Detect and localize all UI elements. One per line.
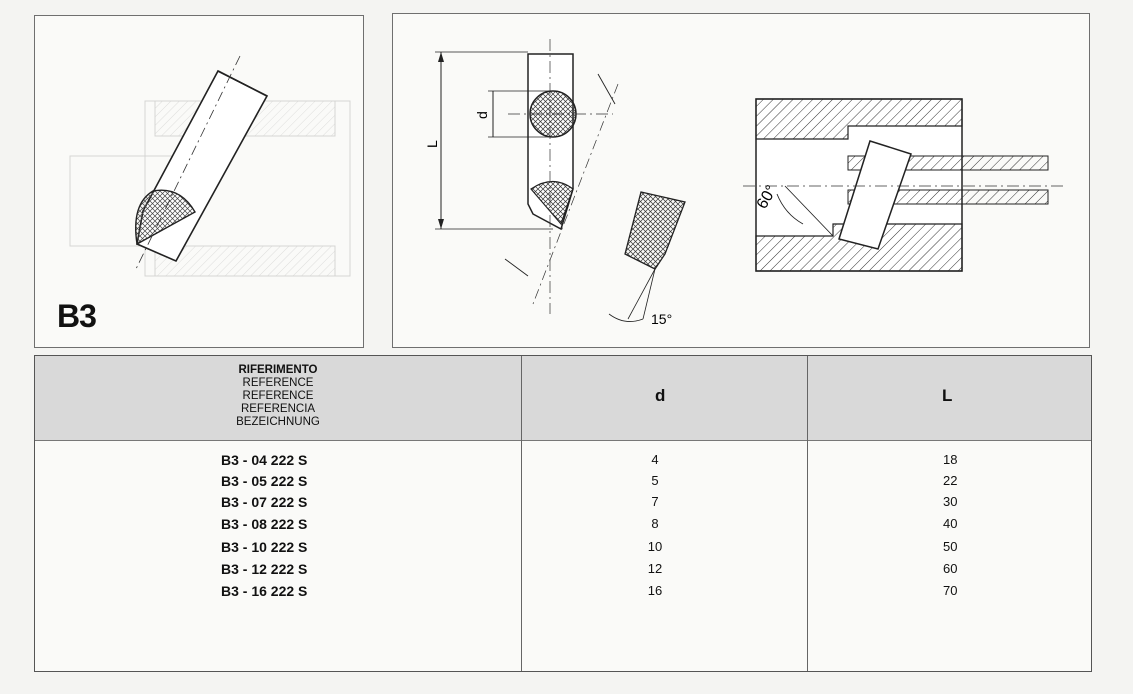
- reference-cell: B3 - 07 222 S: [221, 494, 308, 510]
- L-cell: 50: [943, 539, 958, 554]
- table-row: B3 - 04 222 S 4 18: [35, 452, 1091, 473]
- d-column-header: d: [655, 386, 666, 405]
- reference-cell: B3 - 08 222 S: [221, 516, 308, 532]
- technical-drawing-panel: d L 15° 60°: [392, 13, 1090, 348]
- dim-L-label: L: [424, 140, 440, 148]
- L-cell: 30: [943, 494, 958, 509]
- header-line: BEZEICHNUNG: [236, 416, 320, 428]
- L-cell: 18: [943, 452, 958, 467]
- d-cell: 8: [651, 516, 659, 531]
- L-column-header: L: [942, 386, 953, 405]
- d-cell: 5: [651, 473, 659, 488]
- technical-drawing: d L 15° 60°: [424, 39, 1063, 327]
- header-line: REFERENCE: [242, 377, 314, 389]
- d-cell: 7: [651, 494, 659, 509]
- reference-table: RIFERIMENTO REFERENCE REFERENCE REFERENC…: [34, 355, 1092, 672]
- table-row: B3 - 07 222 S 7 30: [35, 494, 1091, 515]
- header-line: REFERENCIA: [240, 403, 316, 415]
- holder-section: [743, 98, 1063, 272]
- table-row: B3 - 12 222 S 12 60: [35, 561, 1091, 582]
- L-cell: 70: [943, 583, 958, 598]
- column-divider: [807, 356, 808, 671]
- isometric-drawing: [69, 55, 351, 277]
- table-row: B3 - 05 222 S 5 22: [35, 473, 1091, 494]
- reference-cell: B3 - 10 222 S: [221, 539, 308, 555]
- reference-column-header: RIFERIMENTO REFERENCE REFERENCE REFERENC…: [35, 364, 521, 429]
- L-cell: 22: [943, 473, 958, 488]
- d-cell: 4: [651, 452, 659, 467]
- d-cell: 16: [647, 583, 663, 598]
- column-divider: [521, 356, 522, 671]
- d-cell: 12: [647, 561, 663, 576]
- header-line: REFERENCE: [242, 390, 314, 402]
- reference-cell: B3 - 12 222 S: [221, 561, 308, 577]
- L-cell: 40: [943, 516, 958, 531]
- table-row: B3 - 16 222 S 16 70: [35, 583, 1091, 604]
- dim-d-label: d: [474, 111, 490, 119]
- side-view: [435, 39, 619, 314]
- header-line: RIFERIMENTO: [238, 364, 318, 376]
- reference-cell: B3 - 05 222 S: [221, 473, 308, 489]
- L-cell: 60: [943, 561, 958, 576]
- angle-15-label: 15°: [651, 311, 672, 327]
- edge-detail: [608, 191, 686, 322]
- table-row: B3 - 10 222 S 10 50: [35, 539, 1091, 560]
- table-row: B3 - 08 222 S 8 40: [35, 516, 1091, 537]
- d-cell: 10: [647, 539, 663, 554]
- tool-bit-shape: [134, 55, 269, 272]
- isometric-view-panel: B3: [34, 15, 364, 348]
- reference-cell: B3 - 16 222 S: [221, 583, 308, 599]
- product-code: B3: [57, 298, 97, 334]
- reference-cell: B3 - 04 222 S: [221, 452, 308, 468]
- table-header: RIFERIMENTO REFERENCE REFERENCE REFERENC…: [35, 356, 1091, 441]
